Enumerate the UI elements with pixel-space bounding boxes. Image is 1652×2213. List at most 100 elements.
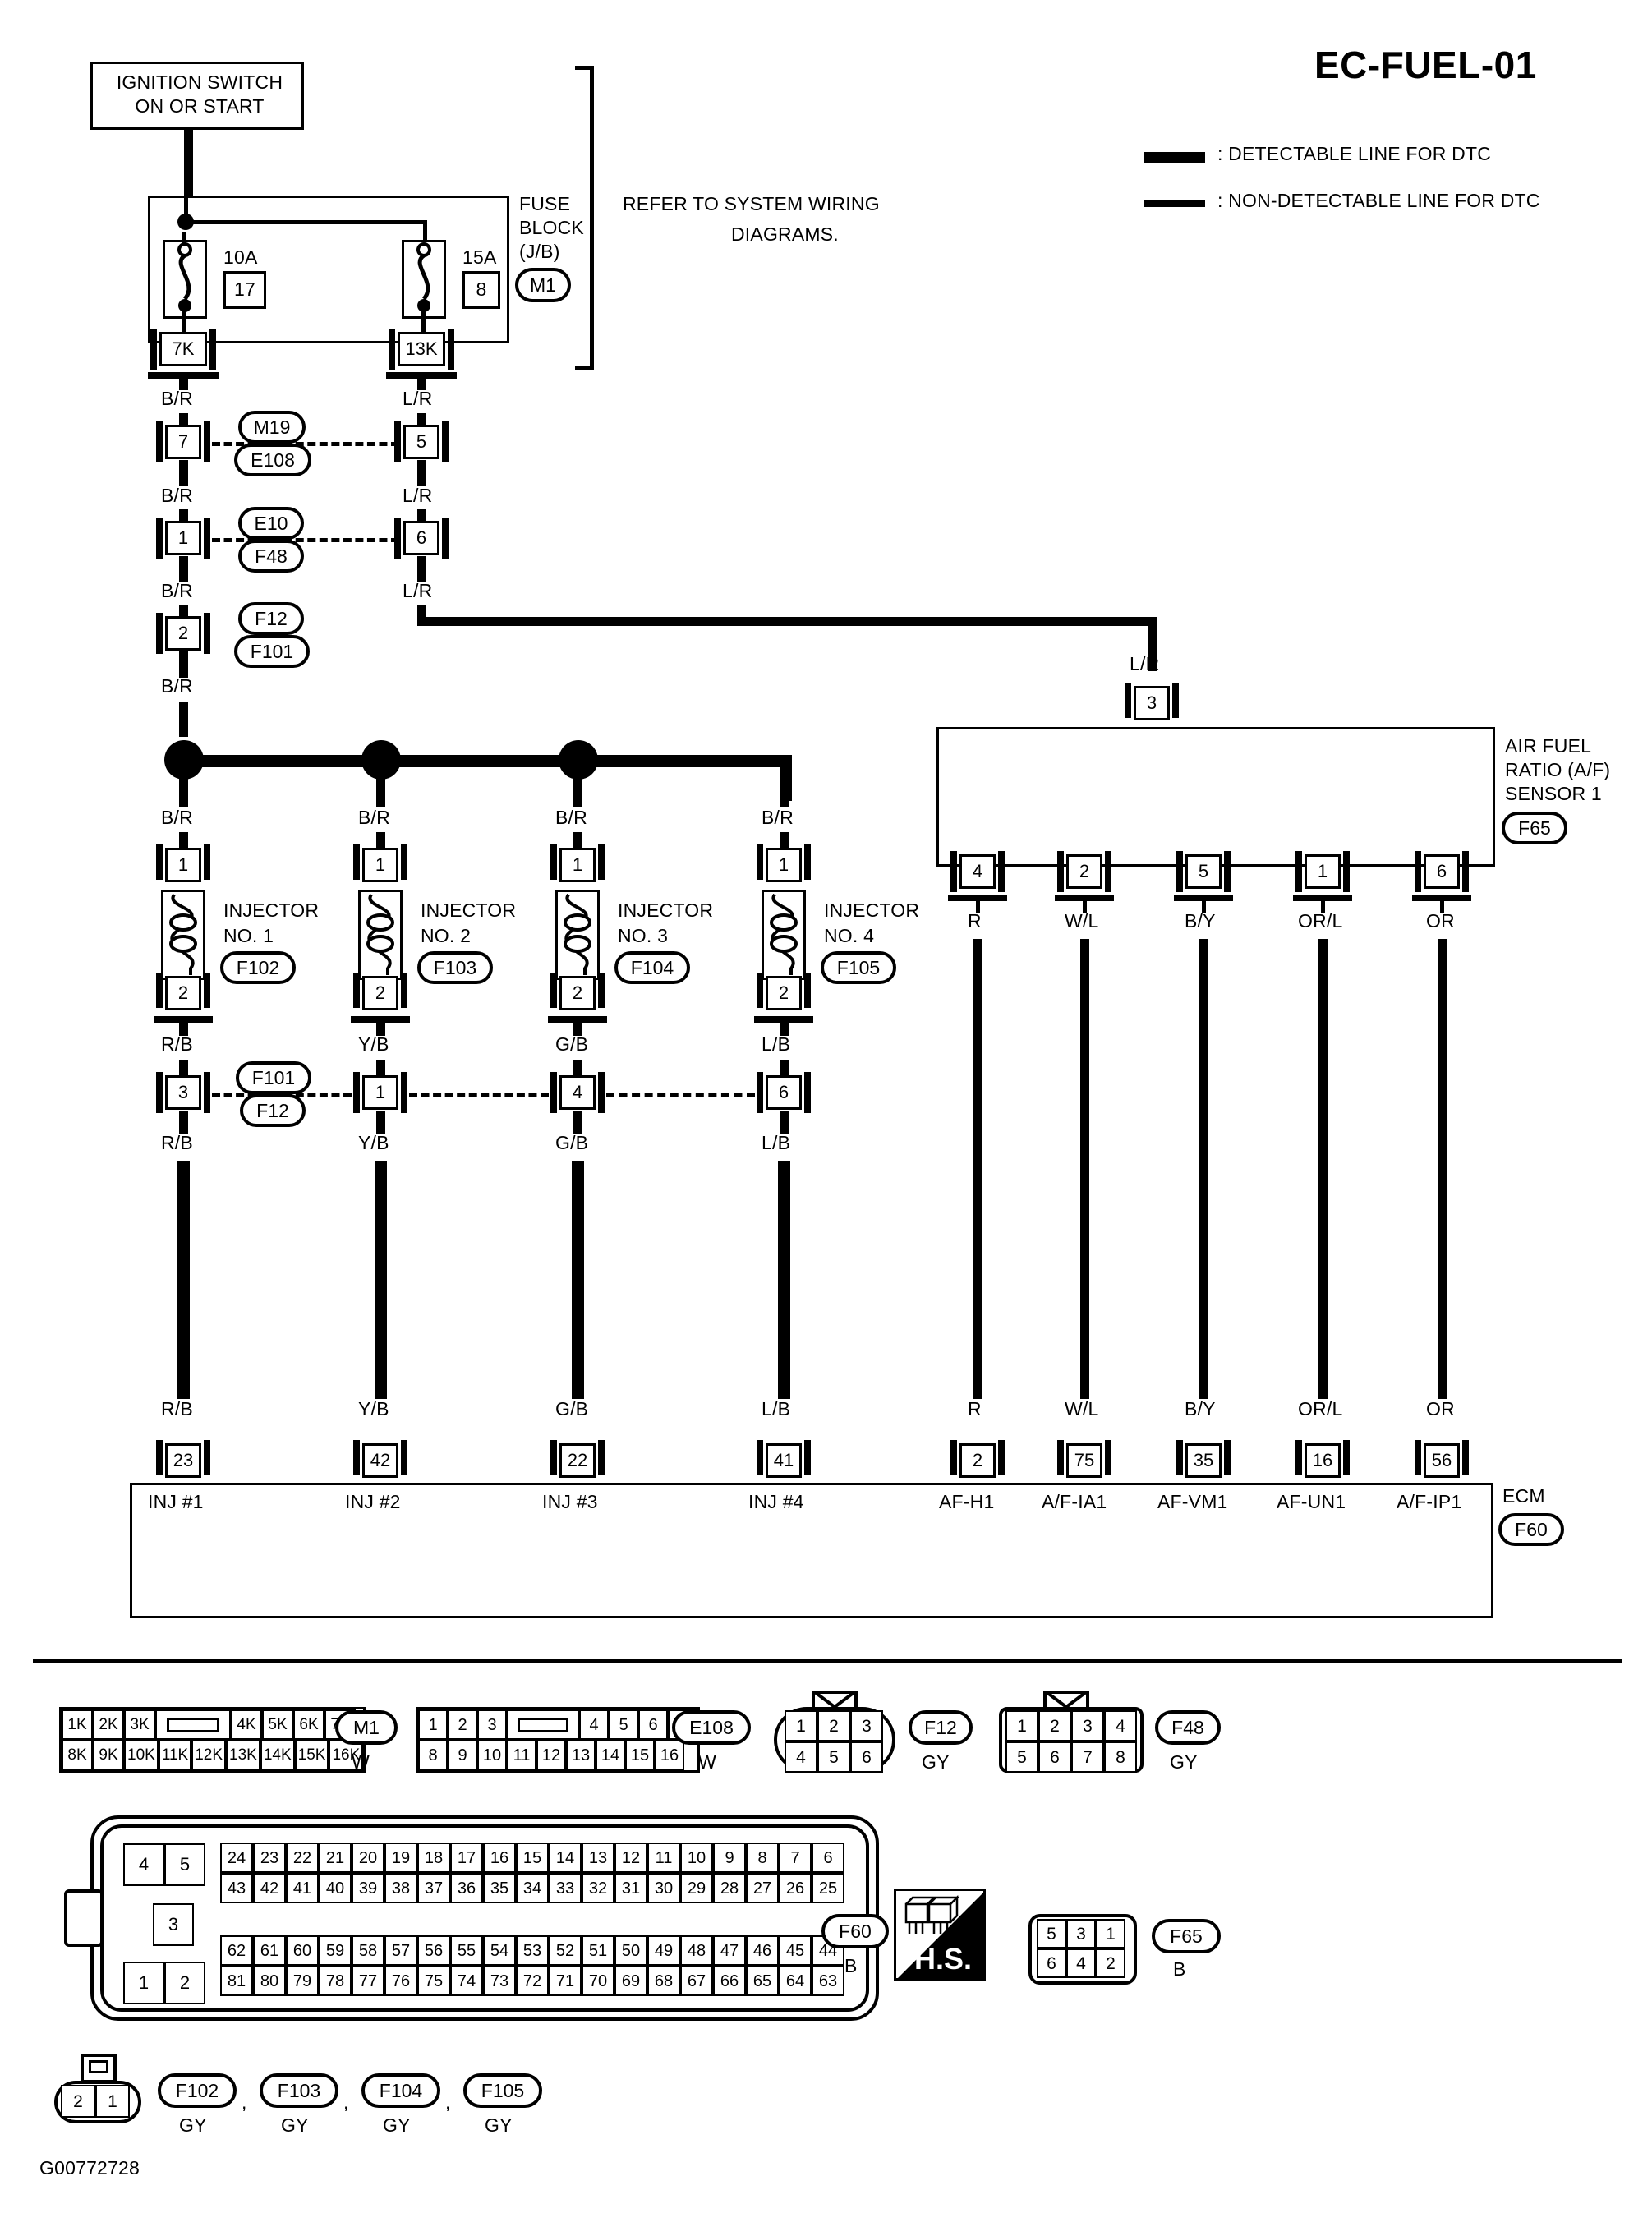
ecm-terminal-56: 56 (1415, 1440, 1469, 1478)
injector-4-top-pin: 1 (757, 844, 811, 882)
pin-cell-11: 11 (647, 1843, 680, 1873)
fuse-block-label-2: BLOCK (519, 217, 584, 238)
pin-cell-55: 55 (450, 1935, 483, 1966)
fuse-block-label-3: (J/B) (519, 241, 560, 262)
connector-1-link (212, 442, 399, 446)
af-run-4 (973, 939, 982, 1399)
br-splice-dot-2 (361, 740, 401, 780)
connector-view-sep-1: , (242, 2091, 247, 2113)
connector-view-m1-color: W (352, 1751, 370, 1773)
pin-cell-2: 2 (1096, 1948, 1125, 1978)
hs-icon-label: H.S. (914, 1942, 973, 1976)
pin-cell-2K: 2K (93, 1709, 124, 1740)
injector-3-top-lead (573, 832, 582, 853)
ecm-wire-4-label-b: L/B (762, 1398, 791, 1419)
pin-cell-2: 2 (164, 1962, 205, 2004)
pin-cell-16: 16 (483, 1843, 516, 1873)
connector-view-f60-left-mid: 3 (153, 1903, 194, 1946)
injector-2-out-wire-top: Y/B (358, 1033, 389, 1055)
pin-cell-3: 3 (1066, 1919, 1096, 1948)
connector-view-f60-color: B (844, 1955, 858, 1976)
connector-view-f12-latch-arrow-icon (813, 1691, 856, 1709)
wire-conn2-out-right (417, 556, 426, 582)
pin-cell-73: 73 (483, 1966, 516, 1996)
pin-cell-8: 8 (1104, 1741, 1137, 1773)
wire-conn1-out-right (417, 460, 426, 486)
pin-cell-46: 46 (746, 1935, 779, 1966)
af-sensor-top-pin: 3 (1125, 683, 1179, 720)
pin-cell-8: 8 (746, 1843, 779, 1873)
connector-view-f105-id: F105 (463, 2073, 542, 2108)
connector-view-sep-3: , (445, 2091, 451, 2113)
ecm-terminal-41: 41 (757, 1440, 811, 1478)
pin-cell-5: 5 (1005, 1741, 1038, 1773)
ecm-terminal-22: 22 (550, 1440, 605, 1478)
pin-cell-42: 42 (253, 1873, 286, 1903)
non-detectable-line-swatch (1144, 200, 1205, 207)
pin-cell-33: 33 (549, 1873, 582, 1903)
connector-1-left-pin: 7 (156, 421, 210, 462)
wire-label-br-4: B/R (161, 675, 193, 697)
af-run-5 (1199, 939, 1208, 1399)
ecm-signal-inj3: INJ #3 (542, 1491, 598, 1512)
pin-cell-13: 13 (566, 1740, 596, 1770)
af-wire-4-label: R (968, 910, 982, 932)
wire-conn3-out-left (179, 651, 188, 678)
detectable-line-swatch (1144, 152, 1205, 163)
injector-4-bot-pin: 2 (757, 973, 811, 1010)
connector-3-lower-id: F101 (234, 635, 310, 668)
connector-view-f48-latch-arrow-icon (1045, 1691, 1088, 1709)
connector-view-m1: 1K2K3K4K5K6K7K8K9K10K11K12K13K14K15K16K (59, 1707, 366, 1773)
injector-1-out-wire-top: R/B (161, 1033, 193, 1055)
pin-cell-10K: 10K (124, 1740, 159, 1770)
pin-cell-56: 56 (417, 1935, 450, 1966)
ecm-wire-5-label: R (968, 1398, 982, 1419)
refer-bracket-top (575, 66, 593, 70)
pin-cell-slot (155, 1709, 231, 1740)
ecm-terminal-2: 2 (950, 1440, 1005, 1478)
pin-cell-2: 2 (61, 2085, 95, 2118)
ecm-wire-6-label: W/L (1065, 1398, 1099, 1419)
af-sensor-pin-1: 1 (1295, 851, 1350, 892)
ecm-terminal-75: 75 (1057, 1440, 1111, 1478)
pin-cell-23: 23 (253, 1843, 286, 1873)
refer-bracket-bottom (575, 366, 593, 370)
pin-cell-16K: 16K (329, 1740, 364, 1770)
br-splice-dot-1 (164, 740, 204, 780)
mid-connector-4-pin: 6 (757, 1072, 811, 1113)
pin-cell-36: 36 (450, 1873, 483, 1903)
pin-cell-6: 6 (1038, 1741, 1071, 1773)
mid-link-3-4 (606, 1093, 755, 1097)
pin-cell-3: 3 (153, 1903, 194, 1946)
connector-view-e108: 12345678910111213141516 (416, 1707, 700, 1773)
refer-note-line1: REFER TO SYSTEM WIRING (623, 193, 880, 214)
connector-view-e108-color: W (698, 1751, 716, 1773)
pin-cell-59: 59 (319, 1935, 352, 1966)
pin-cell-75: 75 (417, 1966, 450, 1996)
pin-cell-67: 67 (680, 1966, 713, 1996)
af-wire-2-label: W/L (1065, 910, 1099, 932)
af-run-1 (1318, 939, 1328, 1399)
af-sensor-connector-id: F65 (1502, 812, 1567, 844)
pin-cell-10: 10 (680, 1843, 713, 1873)
page-title: EC-FUEL-01 (1314, 44, 1537, 86)
pin-cell-61: 61 (253, 1935, 286, 1966)
af-lead-5 (1202, 895, 1206, 913)
pin-cell-7: 7 (1071, 1741, 1104, 1773)
injector-4-coil-icon (770, 893, 798, 975)
ignition-switch-label-1: IGNITION SWITCH (116, 71, 283, 93)
ecm-terminal-42: 42 (353, 1440, 407, 1478)
ecm-signal-afun1: AF-UN1 (1277, 1491, 1346, 1512)
pin-cell-6: 6 (812, 1843, 844, 1873)
pin-cell-72: 72 (516, 1966, 549, 1996)
pin-cell-48: 48 (680, 1935, 713, 1966)
pin-cell-14K: 14K (260, 1740, 295, 1770)
